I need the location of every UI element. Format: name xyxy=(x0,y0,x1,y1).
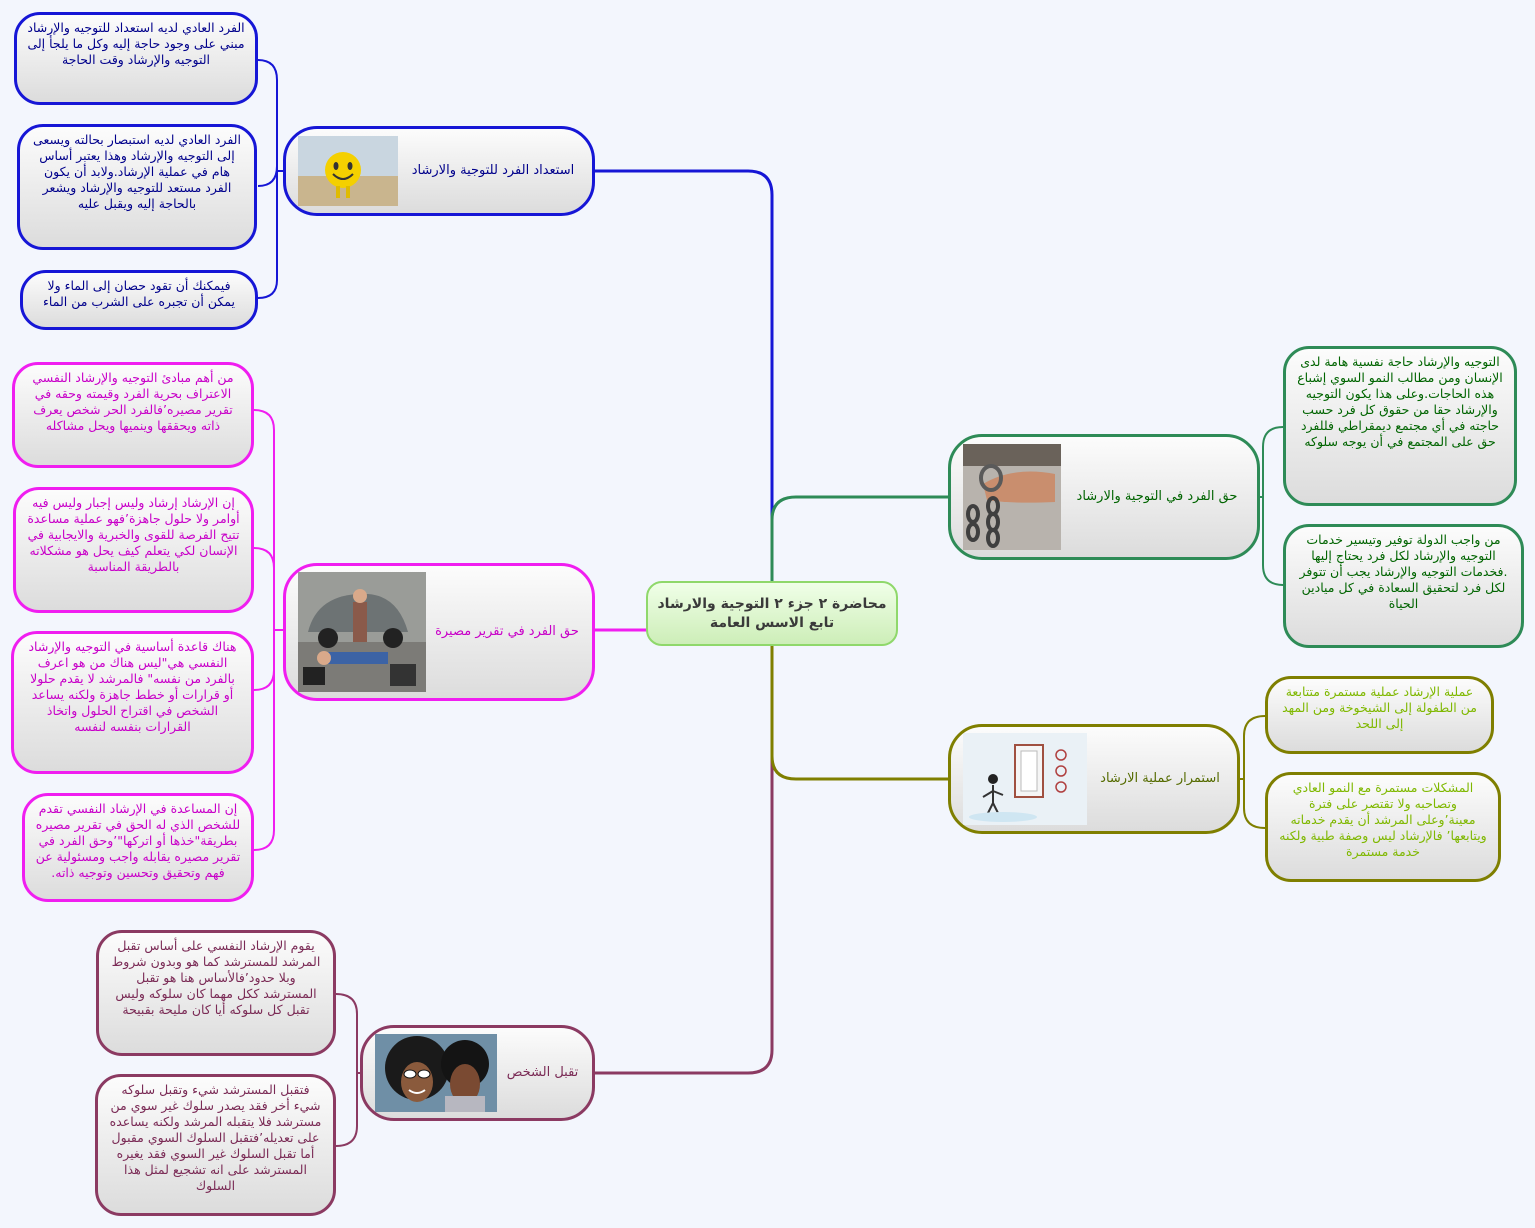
smiley-ball-image xyxy=(298,136,398,206)
readiness-leaf-3-text: فيمكنك أن تقود حصان إلى الماء ولا يمكن أ… xyxy=(43,278,235,309)
destiny-leaf-4[interactable]: إن المساعدة في الإرشاد النفسي تقدم للشخص… xyxy=(22,793,254,902)
readiness-leaf-2[interactable]: الفرد العادي لديه استبصار بحالته ويسعى إ… xyxy=(17,124,257,250)
continuity-leaf-1-text: عملية الإرشاد عملية مستمرة متتابعة من ال… xyxy=(1282,684,1477,731)
acceptance-leaf-2-text: فتقبل المسترشد شيء وتقبل سلوكه شيء أخر ف… xyxy=(109,1082,322,1193)
connector-center-acceptance xyxy=(594,640,774,1075)
central-topic-line2: تابع الاسس العامة xyxy=(709,614,835,631)
destiny-leaf-1-text: من أهم مبادئ التوجيه والإرشاد النفسي الا… xyxy=(32,370,234,433)
right-leaf-1-text: التوجيه والإرشاد حاجة نفسية هامة لدى الإ… xyxy=(1297,354,1503,449)
connector-destiny-leaves xyxy=(253,409,284,851)
destiny-leaf-2-text: إن الإرشاد إرشاد وليس إجبار وليس فيه أوا… xyxy=(27,495,240,574)
destiny-leaf-2[interactable]: إن الإرشاد إرشاد وليس إجبار وليس فيه أوا… xyxy=(13,487,254,613)
office-door-image xyxy=(963,733,1087,825)
connector-acceptance-leaves xyxy=(335,993,362,1147)
destiny-leaf-3[interactable]: هناك قاعدة أساسية في التوجيه والإرشاد ال… xyxy=(11,631,254,774)
right-leaf-2[interactable]: من واجب الدولة توفير وتيسير خدمات التوجي… xyxy=(1283,524,1524,648)
topic-right-label: حق الفرد في التوجية والارشاد xyxy=(1076,489,1238,504)
topic-continuity-label: استمرار عملية الارشاد xyxy=(1100,771,1220,786)
topic-destiny[interactable]: حق الفرد في تقرير مصيرة xyxy=(283,563,595,701)
topic-acceptance-label: تقبل الشخص xyxy=(506,1065,579,1080)
acceptance-leaf-1-text: يقوم الإرشاد النفسي على أساس تقبل المرشد… xyxy=(111,938,321,1017)
central-topic[interactable]: محاضرة ٢ جزء ٢ التوجية والارشاد تابع الا… xyxy=(646,581,898,646)
connector-center-readiness xyxy=(594,169,774,590)
topic-readiness[interactable]: استعداد الفرد للتوجية والارشاد xyxy=(283,126,595,216)
right-leaf-1[interactable]: التوجيه والإرشاد حاجة نفسية هامة لدى الإ… xyxy=(1283,346,1517,506)
continuity-leaf-2-text: المشكلات مستمرة مع النمو العادي وتصاحبه … xyxy=(1279,780,1487,859)
acceptance-leaf-2[interactable]: فتقبل المسترشد شيء وتقبل سلوكه شيء أخر ف… xyxy=(95,1074,336,1216)
topic-destiny-label: حق الفرد في تقرير مصيرة xyxy=(435,624,579,639)
topic-readiness-label: استعداد الفرد للتوجية والارشاد xyxy=(411,163,575,178)
chained-hands-image xyxy=(963,444,1061,550)
right-leaf-2-text: من واجب الدولة توفير وتيسير خدمات التوجي… xyxy=(1299,532,1508,611)
readiness-leaf-1-text: الفرد العادي لديه استعداد للتوجيه والإرش… xyxy=(27,20,245,67)
man-dragging-man-image xyxy=(298,572,426,692)
topic-continuity[interactable]: استمرار عملية الارشاد xyxy=(948,724,1240,834)
readiness-leaf-1[interactable]: الفرد العادي لديه استعداد للتوجيه والإرش… xyxy=(14,12,258,105)
connector-right-leaves xyxy=(1259,426,1284,586)
readiness-leaf-2-text: الفرد العادي لديه استبصار بحالته ويسعى إ… xyxy=(33,132,241,211)
topic-acceptance[interactable]: تقبل الشخص xyxy=(360,1025,595,1121)
central-topic-line1: محاضرة ٢ جزء ٢ التوجية والارشاد xyxy=(657,595,887,612)
continuity-leaf-2[interactable]: المشكلات مستمرة مع النمو العادي وتصاحبه … xyxy=(1265,772,1501,882)
readiness-leaf-3[interactable]: فيمكنك أن تقود حصان إلى الماء ولا يمكن أ… xyxy=(20,270,258,330)
connector-continuity-leaves xyxy=(1240,715,1266,829)
two-people-image xyxy=(375,1034,497,1112)
destiny-leaf-1[interactable]: من أهم مبادئ التوجيه والإرشاد النفسي الا… xyxy=(12,362,254,468)
acceptance-leaf-1[interactable]: يقوم الإرشاد النفسي على أساس تقبل المرشد… xyxy=(96,930,336,1056)
connector-center-right xyxy=(770,495,948,590)
destiny-leaf-3-text: هناك قاعدة أساسية في التوجيه والإرشاد ال… xyxy=(28,639,237,734)
connector-center-continuity xyxy=(770,640,948,781)
topic-right[interactable]: حق الفرد في التوجية والارشاد xyxy=(948,434,1260,560)
connector-readiness-leaves xyxy=(257,59,284,299)
destiny-leaf-4-text: إن المساعدة في الإرشاد النفسي تقدم للشخص… xyxy=(35,801,241,880)
continuity-leaf-1[interactable]: عملية الإرشاد عملية مستمرة متتابعة من ال… xyxy=(1265,676,1494,754)
